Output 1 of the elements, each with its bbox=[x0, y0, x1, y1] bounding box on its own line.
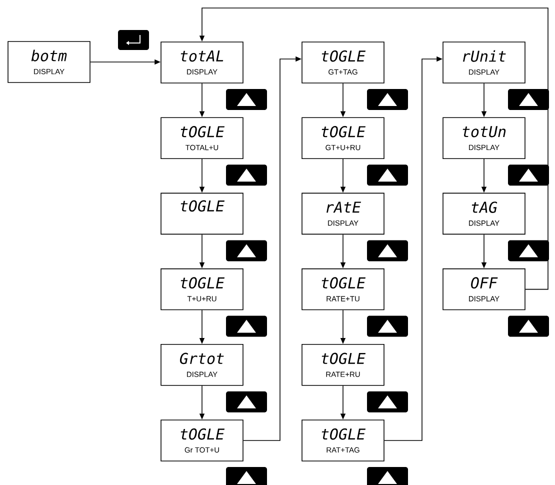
display-box: tOGLE bbox=[160, 192, 244, 235]
